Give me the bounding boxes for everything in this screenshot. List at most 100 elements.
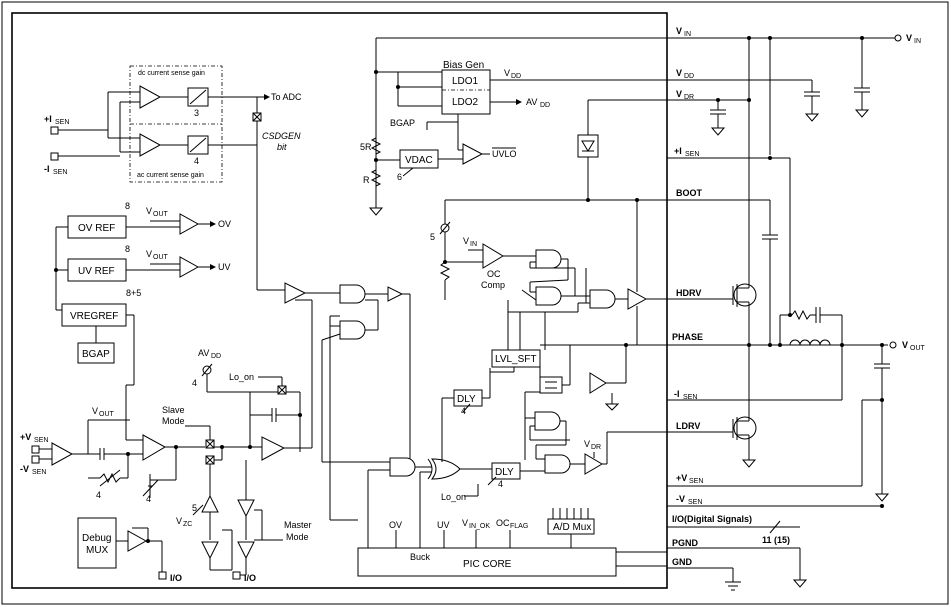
svg-text:8: 8 — [125, 201, 130, 211]
pin-io-digital: I/O(Digital Signals) — [672, 514, 752, 524]
svg-text:3: 3 — [194, 108, 199, 118]
ldo1-label: LDO1 — [452, 76, 479, 87]
bit-label: bit — [277, 142, 287, 152]
ramp-section: AV DD 4 Lo_on V ZC 5 — [176, 282, 340, 583]
bias-gen-box — [441, 69, 491, 115]
dly-bottom-label: DLY — [495, 467, 514, 478]
high-side-driver: 5 V IN OC Comp — [430, 100, 770, 394]
vout-output-label: V — [902, 340, 908, 350]
ov-output-label: OV — [218, 219, 231, 229]
current-sense-section: dc current sense gain ac current sense g… — [44, 65, 302, 291]
io-right-label: I/O — [244, 573, 256, 583]
svg-text:8+5: 8+5 — [126, 288, 141, 298]
svg-text:DD: DD — [684, 73, 694, 80]
svg-text:SEN: SEN — [55, 119, 69, 126]
ad-mux-label: A/D Mux — [553, 522, 591, 533]
svg-text:6: 6 — [397, 172, 402, 182]
lo-on-bottom-label: Lo_on — [441, 492, 466, 502]
ac-gain-label: ac current sense gain — [137, 172, 204, 179]
pin-pgnd: PGND — [672, 538, 699, 548]
pin-list: V IN V DD V DR +I SEN BOOT HDRV PHASE -I… — [672, 26, 752, 567]
svg-text:4: 4 — [96, 490, 101, 500]
oc-label: OC — [487, 269, 501, 279]
ref-section: OV REF 8 V OUT OV UV REF 8 V OUT UV VREG… — [54, 201, 231, 441]
svg-text:OUT: OUT — [153, 254, 169, 261]
svg-text:8: 8 — [125, 244, 130, 254]
pin-phase: PHASE — [672, 332, 703, 342]
svg-text:V: V — [92, 406, 98, 416]
svg-text:ZC: ZC — [183, 521, 192, 528]
svg-text:DD: DD — [511, 73, 521, 80]
pic-core-section: PIC CORE Buck OV UV V IN_OK OC FLAG A/D … — [357, 508, 667, 577]
svg-text:SEN: SEN — [683, 394, 697, 401]
chip-boundary — [11, 12, 668, 589]
pin-vin: V — [676, 26, 682, 36]
svg-text:V: V — [584, 439, 590, 449]
svg-text:V: V — [176, 516, 182, 526]
svg-text:OUT: OUT — [153, 211, 169, 218]
svg-text:4: 4 — [461, 406, 466, 416]
svg-text:DR: DR — [684, 94, 694, 101]
buck-label: Buck — [410, 552, 431, 562]
svg-text:-I: -I — [44, 164, 50, 174]
svg-text:-V: -V — [20, 464, 29, 474]
pin-gnd: GND — [672, 557, 693, 567]
voltage-sense-section: +V SEN -V SEN V OUT 4 4 Slave Mode — [20, 405, 262, 504]
svg-text:SEN: SEN — [688, 499, 702, 506]
oc-comparator — [482, 243, 504, 269]
svg-text:4: 4 — [192, 378, 197, 388]
slave-mode-label: Mode — [162, 416, 185, 426]
svg-text:+I: +I — [44, 114, 52, 124]
svg-text:DD: DD — [211, 353, 221, 360]
svg-text:FLAG: FLAG — [510, 523, 528, 530]
bgap-ldo-label: BGAP — [390, 118, 415, 128]
pin-vdr: V — [676, 89, 682, 99]
vdac-label: VDAC — [405, 155, 433, 166]
external-circuit: V IN — [540, 33, 926, 591]
pin-ldrv: LDRV — [676, 421, 700, 431]
svg-text:DR: DR — [591, 444, 601, 451]
svg-text:OUT: OUT — [99, 411, 115, 418]
svg-text:DD: DD — [540, 102, 550, 109]
svg-text:OV: OV — [389, 520, 402, 530]
csdgen-label: CSDGEN — [262, 131, 301, 141]
svg-text:MUX: MUX — [86, 545, 109, 556]
master-mode-label: Mode — [286, 532, 309, 542]
ldo2-label: LDO2 — [452, 97, 479, 108]
lo-on-top-label: Lo_on — [229, 372, 254, 382]
vregref-label: VREGREF — [70, 311, 118, 322]
svg-text:AV: AV — [198, 348, 209, 358]
slave-label: Slave — [162, 405, 185, 415]
pin-isen-plus: +I — [674, 146, 682, 156]
debug-mux-box — [77, 517, 117, 569]
to-adc-label: To ADC — [271, 92, 302, 102]
svg-text:+V: +V — [20, 432, 31, 442]
svg-text:4: 4 — [194, 156, 199, 166]
svg-text:OUT: OUT — [910, 345, 926, 352]
pwm-logic: DLY 4 DLY 4 Lo_on — [321, 284, 545, 548]
bias-gen-section: Bias Gen LDO1 LDO2 V DD AV DD BGAP UVLO — [360, 37, 870, 216]
uvlo-label: UVLO — [492, 149, 517, 159]
svg-text:5: 5 — [430, 232, 435, 242]
pic-core-box — [357, 547, 617, 577]
vin-output-label: V — [906, 33, 912, 43]
dly-top-label: DLY — [457, 394, 476, 405]
pin-boot: BOOT — [676, 188, 703, 198]
svg-text:IN: IN — [684, 31, 691, 38]
svg-text:IN: IN — [914, 38, 921, 45]
pin-hdrv: HDRV — [676, 288, 701, 298]
svg-text:4: 4 — [146, 494, 151, 504]
bus-width-label: 11 (15) — [762, 535, 790, 545]
dc-gain-label: dc current sense gain — [138, 70, 205, 77]
ov-ref-label: OV REF — [78, 223, 115, 234]
low-side-driver: V DR — [524, 343, 730, 475]
svg-text:R: R — [363, 175, 370, 185]
svg-text:SEN: SEN — [53, 169, 67, 176]
lvl-sft-box — [491, 349, 541, 368]
svg-text:SEN: SEN — [34, 437, 48, 444]
svg-text:V: V — [146, 249, 152, 259]
pin-vsen-plus: +V — [676, 473, 687, 483]
svg-text:5R: 5R — [360, 142, 372, 152]
